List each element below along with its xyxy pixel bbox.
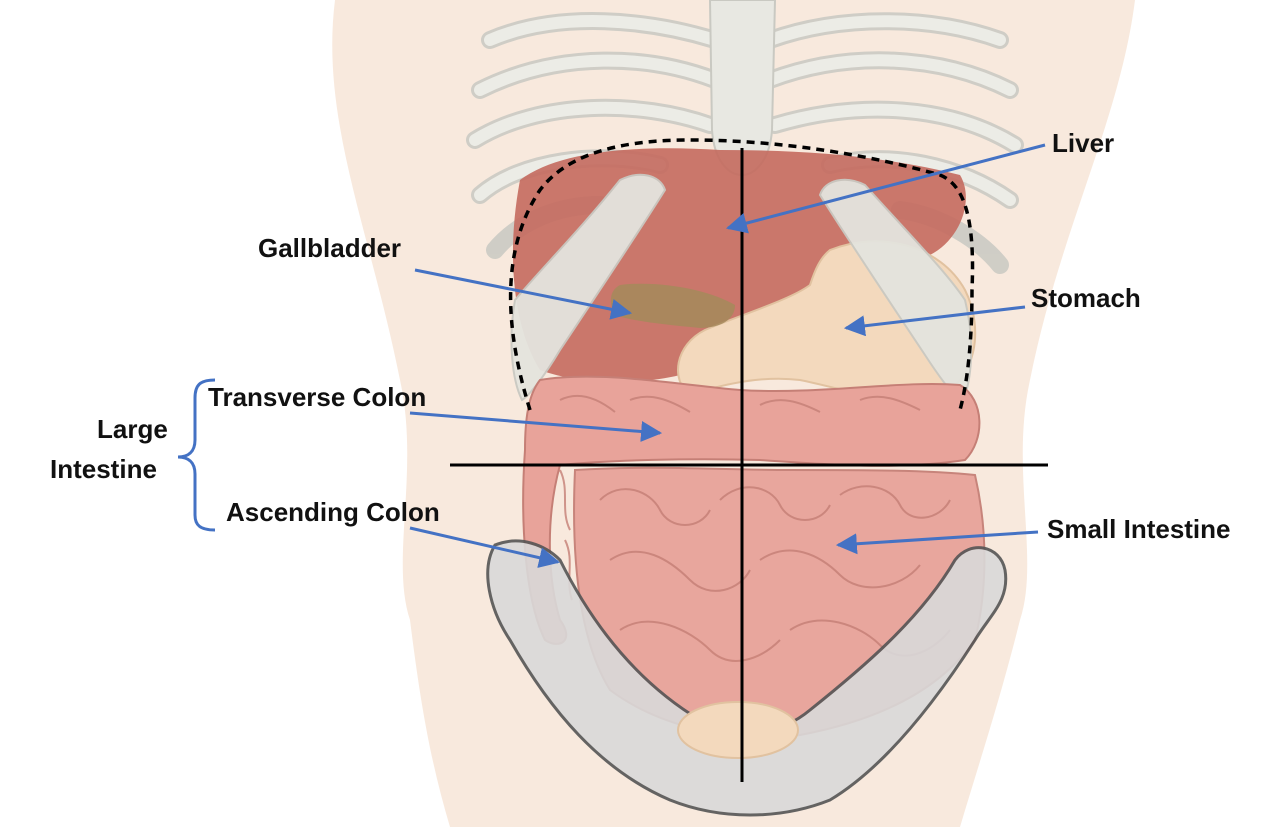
small-intestine-label: Small Intestine [1047,514,1231,544]
liver-label: Liver [1052,128,1115,158]
pelvis [486,539,1008,817]
ascending-colon-label: Ascending Colon [226,497,440,527]
pointer-arrows [409,143,1046,569]
large-intestine-brace [177,378,216,532]
transverse-colon-label: Transverse Colon [208,382,427,412]
stomach-pointer [843,305,1026,337]
costal-arch [510,173,973,404]
stomach-label: Stomach [1031,283,1141,313]
gallbladder-pointer [414,268,633,320]
small-intestine-pointer [835,530,1039,555]
ascending-colon-pointer [409,526,561,569]
large-label: Large [97,414,168,444]
liver-pointer [725,143,1046,234]
bladder [677,701,799,759]
dashed-ribcage-outline [508,138,975,411]
transverse-colon-pointer [409,411,663,442]
intestine-label: Intestine [50,454,157,484]
gallbladder-organ [610,283,735,328]
gallbladder-label: Gallbladder [258,233,402,263]
